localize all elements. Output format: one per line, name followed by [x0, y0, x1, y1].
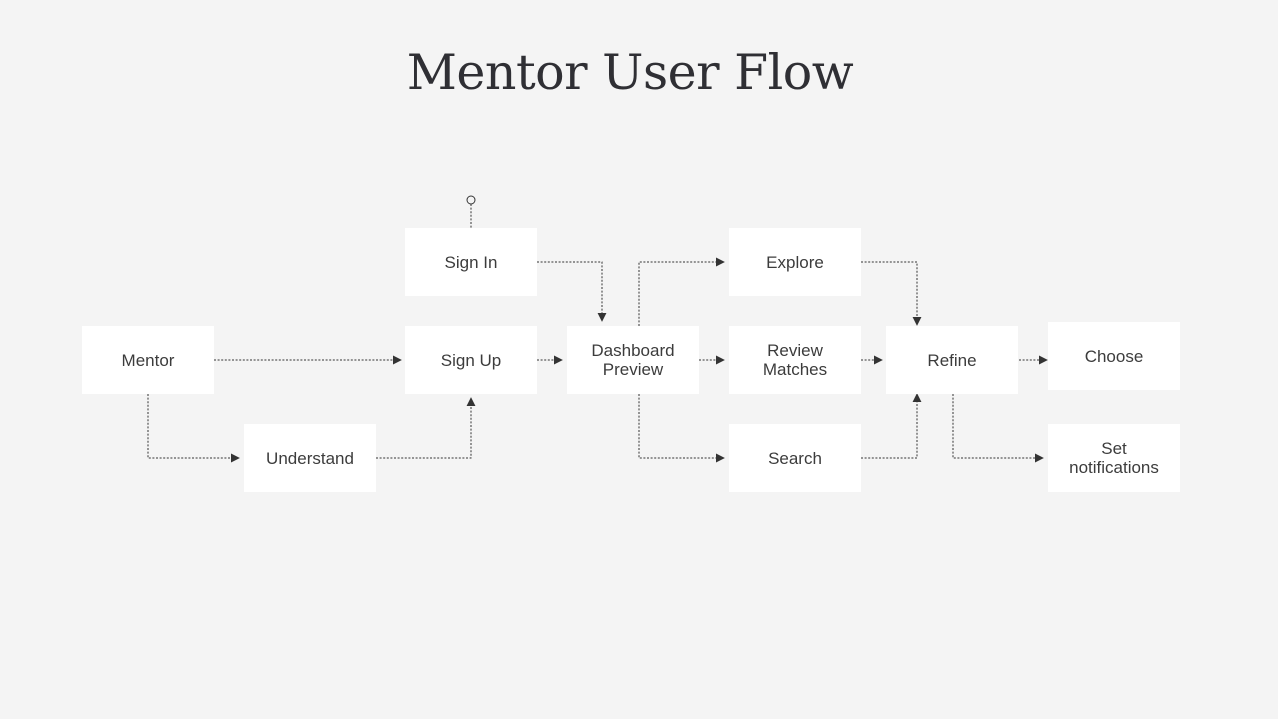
- node-dashboard-preview: Dashboard Preview: [567, 326, 699, 394]
- edge-explore-refine: [861, 261, 922, 326]
- edge-refine-setnotifications: [952, 394, 1044, 463]
- node-sign-in: Sign In: [405, 228, 537, 296]
- edge-understand-signup: [376, 397, 476, 459]
- node-mentor: Mentor: [82, 326, 214, 394]
- node-choose: Choose: [1048, 322, 1180, 390]
- edge-dashboard-search: [638, 394, 725, 463]
- edge-dashboard-explore: [638, 257, 725, 326]
- edge-mentor-understand: [147, 394, 240, 463]
- node-understand: Understand: [244, 424, 376, 492]
- diagram-title: Mentor User Flow: [406, 44, 854, 101]
- edge-search-refine: [861, 393, 922, 459]
- start-node-icon: [466, 195, 476, 205]
- node-review-matches: Review Matches: [729, 326, 861, 394]
- edge-signin-dashboard: [537, 261, 607, 322]
- node-explore: Explore: [729, 228, 861, 296]
- node-refine: Refine: [886, 326, 1018, 394]
- node-search: Search: [729, 424, 861, 492]
- node-sign-up: Sign Up: [405, 326, 537, 394]
- node-set-notifications: Set notifications: [1048, 424, 1180, 492]
